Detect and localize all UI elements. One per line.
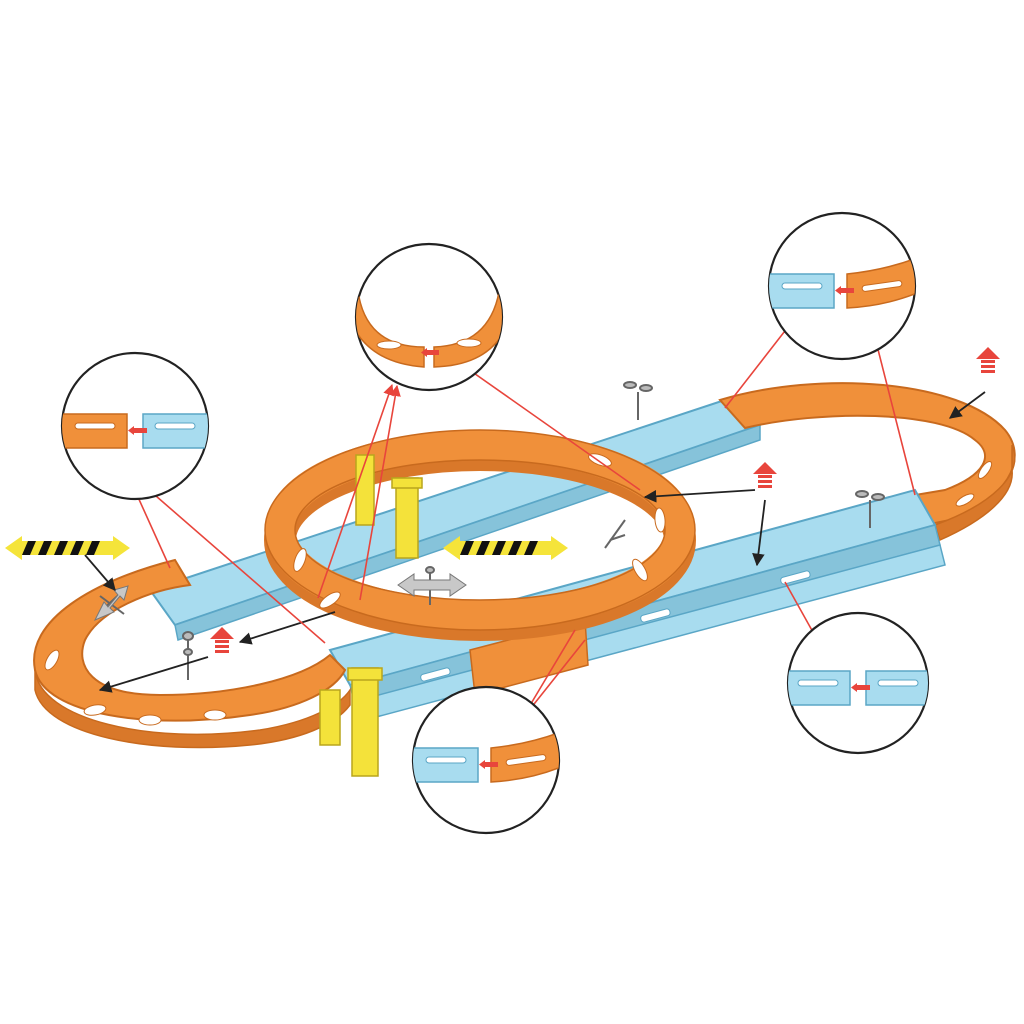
elevated-oval-ring (264, 429, 696, 641)
callout-blue-to-orange-right (767, 211, 917, 361)
callout-circle (354, 242, 504, 392)
callout-blue-to-orange-bottom (411, 685, 561, 835)
support-pillars (319, 454, 423, 777)
track-piece-left (788, 670, 851, 706)
hazard-double-arrow-icon (5, 536, 130, 560)
callout-blue-to-blue-right (786, 611, 930, 755)
track-connector-icon (851, 683, 870, 692)
hazard-double-arrow-icon (443, 536, 568, 560)
track-piece-left (769, 273, 835, 309)
red-up-arrow-icon (976, 347, 1000, 373)
red-up-arrow-icon (210, 627, 234, 653)
gray-double-arrow-icon (397, 573, 467, 597)
lamp-post-icon (182, 631, 194, 680)
right-end-loop (718, 382, 1016, 542)
track-piece-right (865, 670, 928, 706)
track-piece-right (846, 254, 915, 309)
gray-double-arrow-icon (93, 585, 129, 621)
lamp-post-icon (855, 490, 885, 528)
track-piece-left (356, 296, 425, 368)
track-piece-right (490, 728, 559, 783)
red-up-arrow-icon (753, 462, 777, 488)
black-pointer-arrows (84, 391, 986, 693)
track-connector-icon (835, 286, 854, 295)
support-pillar-front (319, 667, 383, 777)
lamp-post-icon (623, 381, 653, 420)
track-connector-icon (128, 426, 147, 435)
track-connector-icon (479, 760, 498, 769)
track-piece-right (142, 413, 208, 449)
red-leader-lines (127, 316, 916, 729)
callout-orange-to-blue-left (60, 351, 210, 501)
track-connector-icon (421, 348, 439, 357)
track-piece-left (413, 747, 479, 783)
callout-ring-joint-top (354, 242, 504, 392)
crossing-gate-icon (604, 519, 626, 549)
track-piece-left (62, 413, 128, 449)
